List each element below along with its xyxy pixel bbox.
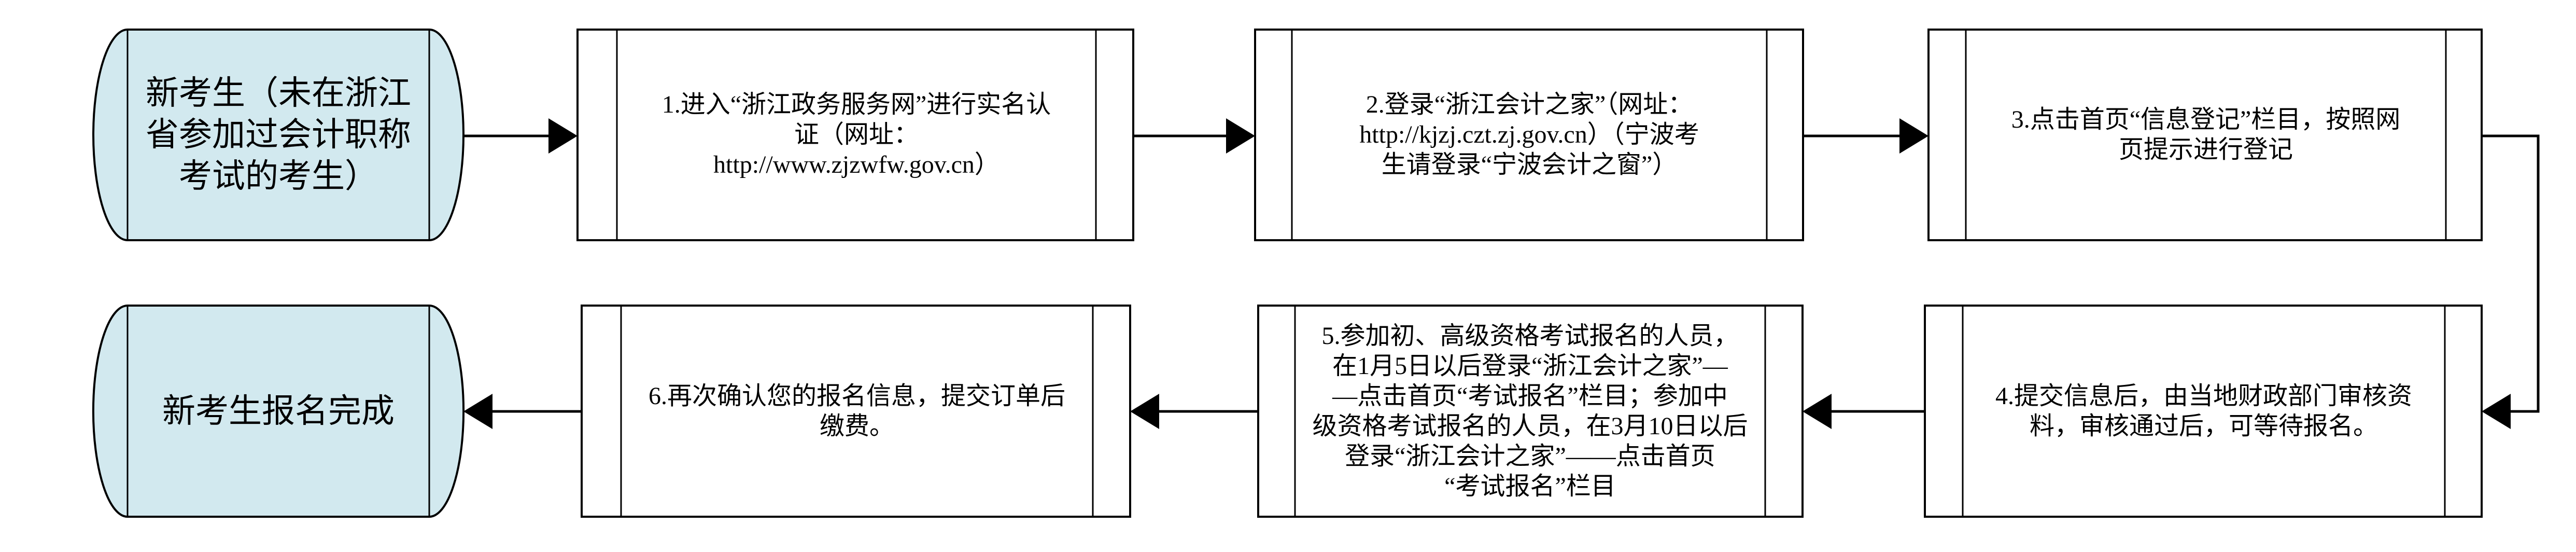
- step5-process-label: 5.参加初、高级资格考试报名的人员， 在1月5日以后登录“浙江会计之家”— —点…: [1312, 322, 1748, 500]
- connector-step5-step6: [1130, 394, 1258, 429]
- step1-process-label: 1.进入“浙江政务服务网”进行实名认 证（网址： http://www.zjzw…: [661, 91, 1051, 178]
- step3-process-shape: [1927, 29, 2483, 241]
- step1-process-shape: [576, 29, 1134, 241]
- connector-step4-step5: [1803, 394, 1925, 429]
- connector-step1-step2: [1133, 118, 1255, 154]
- step2-process-label: 2.登录“浙江会计之家”（网址： http://kjzj.czt.zj.gov.…: [1359, 91, 1699, 178]
- start-terminal-label: 新考生（未在浙江 省参加过会计职称 考试的考生）: [146, 75, 411, 195]
- step6-process-shape: [581, 305, 1131, 518]
- connector-step6-end: [463, 394, 582, 429]
- connector-step2-step3: [1803, 118, 1929, 154]
- end-terminal-label: 新考生报名完成: [162, 392, 395, 430]
- step4-process-shape: [1924, 305, 2483, 518]
- step3-process-label: 3.点击首页“信息登记”栏目，按照网 页提示进行登记: [2011, 106, 2401, 163]
- end-terminal-shape: [92, 305, 465, 518]
- start-terminal-shape: [92, 29, 464, 241]
- step6-process-label: 6.再次确认您的报名信息，提交订单后 缴费。: [648, 382, 1065, 440]
- step2-process-shape: [1254, 29, 1804, 241]
- step4-process-label: 4.提交信息后，由当地财政部门审核资 料，审核通过后，可等待报名。: [1995, 382, 2412, 440]
- connector-step3-step4: [2482, 134, 2540, 429]
- connector-start-step1: [463, 118, 578, 154]
